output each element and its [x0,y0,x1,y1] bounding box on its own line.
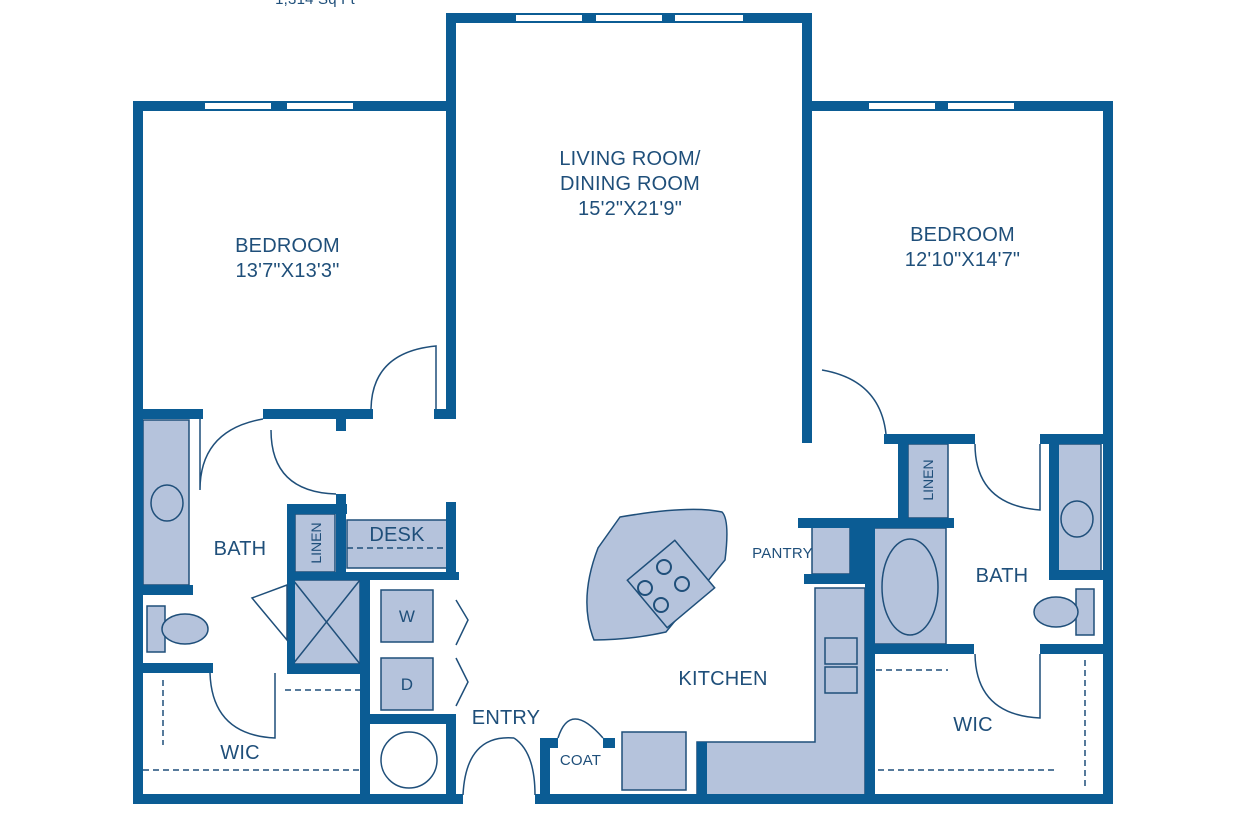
left-bedroom-dims: 13'7"X13'3" [235,260,340,282]
left-sink [150,484,184,522]
living-room-label: LIVING ROOM/ DINING ROOM 15'2"X21'9" [535,147,725,222]
washer [380,589,434,643]
kitchen-sink-2 [824,666,858,694]
living-room-name-line1: LIVING ROOM/ [559,148,701,170]
living-room-name-line2: DINING ROOM [560,173,700,195]
tub [881,538,939,636]
right-toilet-bowl [1033,596,1079,628]
range [621,731,687,791]
coat-label: COAT [559,752,602,769]
left-bedroom-name: BEDROOM [235,235,340,257]
shower-x [292,579,361,665]
square-footage: 1,314 Sq Ft [270,0,360,9]
right-linen-label: LINEN [920,459,936,501]
closet-dashes [143,547,1086,790]
pantry-shelf [811,521,851,575]
kitchen-sink-1 [824,637,858,665]
living-room-dims: 15'2"X21'9" [577,198,683,220]
cooktop-burners [637,559,690,613]
left-bath-label: BATH [213,538,267,560]
right-bath-label: BATH [975,565,1029,587]
right-bedroom-dims: 12'10"X14'7" [904,249,1021,271]
left-toilet-bowl [161,613,209,645]
dryer-label: D [400,675,414,694]
desk-label: DESK [369,524,425,546]
kitchen-label: KITCHEN [678,668,768,690]
cooktop [626,539,716,629]
left-wic-label: WIC [220,742,260,764]
right-bedroom-label: BEDROOM 12'10"X14'7" [875,223,1050,273]
right-wic-label: WIC [953,714,993,736]
windows [205,15,1014,109]
water-heater [380,731,438,789]
dryer [380,657,434,711]
left-linen-closet [294,513,336,573]
entry-label: ENTRY [471,707,541,729]
right-sink [1060,500,1094,538]
desk-counter [346,519,448,569]
washer-label: W [398,607,416,626]
left-linen-label: LINEN [308,522,324,564]
doors [199,345,1041,796]
right-bedroom-name: BEDROOM [910,224,1015,246]
walls [133,13,1113,804]
left-bedroom-label: BEDROOM 13'7"X13'3" [200,234,375,284]
pantry-label: PANTRY [752,545,813,562]
